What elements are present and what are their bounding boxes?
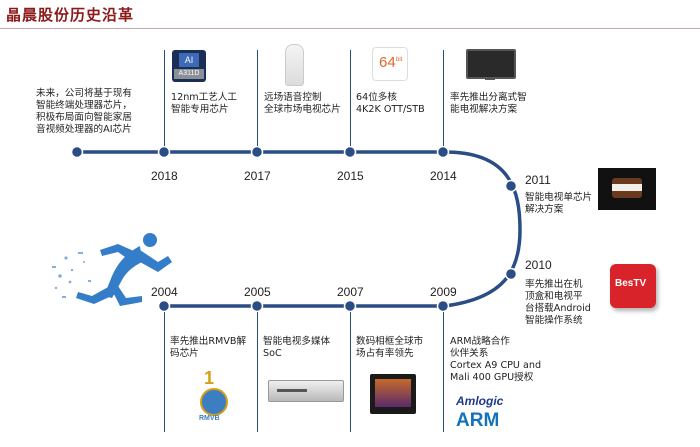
milestone-2004-text: 率先推出RMVB解 码芯片 <box>170 336 247 359</box>
connector-2015 <box>350 50 351 146</box>
connector-2017 <box>257 50 258 146</box>
year-2004: 2004 <box>151 285 178 299</box>
rmvb-award-icon: 1 RMVB <box>196 368 228 428</box>
amlogic-logo-text: Amlogic <box>456 394 504 408</box>
milestone-2009-text: ARM战略合作 伙伴关系 Cortex A9 CPU and Mali 400 … <box>450 336 542 383</box>
page-title: 晶晨股份历史沿革 <box>6 6 135 24</box>
bestv-box-icon: BesTV <box>610 264 656 308</box>
bit-label: bit <box>396 57 403 63</box>
arm-logo-text: ARM <box>456 410 500 431</box>
connector-2009 <box>443 312 444 432</box>
amlogic-arm-logo: Amlogic ARM <box>452 394 522 438</box>
tv-stand <box>485 77 495 80</box>
bestv-label: BesTV <box>615 278 647 289</box>
future-plan-text: 未来，公司将基于现有 智能终端处理器芯片， 积极布局面向智能家居 音视频处理器的… <box>36 88 132 135</box>
connector-2018 <box>164 50 165 146</box>
milestone-2007-text: 数码相框全球市 场占有率领先 <box>356 336 424 359</box>
node-2015 <box>343 145 357 159</box>
year-2010: 2010 <box>525 258 552 272</box>
node-2005 <box>250 299 264 313</box>
year-2011: 2011 <box>525 173 551 187</box>
node-2010 <box>504 267 518 281</box>
smart-speaker-icon <box>285 44 304 86</box>
photo-frame-icon <box>370 374 416 414</box>
tv-set-icon <box>466 49 516 79</box>
node-2004 <box>157 299 171 313</box>
milestone-2017-text: 远场语音控制 全球市场电视芯片 <box>264 92 341 115</box>
node-2017 <box>250 145 264 159</box>
milestone-2014-text: 率先推出分离式智 能电视解决方案 <box>450 92 527 115</box>
64-label: 64 <box>379 54 396 71</box>
year-2005: 2005 <box>244 285 271 299</box>
dvd-tray <box>277 389 307 392</box>
runner-icon <box>76 233 172 306</box>
dvd-player-icon <box>268 380 344 402</box>
milestone-2015-text: 64位多核 4K2K OTT/STB <box>356 92 425 115</box>
milestone-2005-text: 智能电视多媒体 SoC <box>263 336 331 359</box>
connector-2007 <box>350 312 351 432</box>
photo-frame-screen <box>375 379 411 407</box>
sandwich-cream <box>612 184 642 191</box>
year-2017: 2017 <box>244 169 271 183</box>
node-2014 <box>436 145 450 159</box>
year-2009: 2009 <box>430 285 457 299</box>
timeline-start-node <box>70 145 84 159</box>
node-2007 <box>343 299 357 313</box>
timeline-path <box>75 150 522 308</box>
milestone-2011-text: 智能电视单芯片 解决方案 <box>525 192 593 215</box>
speed-particles <box>52 252 91 298</box>
title-divider <box>0 28 700 29</box>
milestone-2010-text: 率先推出在机 顶盒和电视平 台搭载Android 智能操作系统 <box>525 279 591 326</box>
ai-tag: AI <box>179 53 199 67</box>
connector-2014 <box>443 50 444 146</box>
chip-label: A311D <box>174 69 204 79</box>
milestone-2018-text: 12nm工艺人工 智能专用芯片 <box>171 92 238 115</box>
year-2015: 2015 <box>337 169 364 183</box>
year-2007: 2007 <box>337 285 364 299</box>
year-2014: 2014 <box>430 169 457 183</box>
node-2018 <box>157 145 171 159</box>
node-2009 <box>436 299 450 313</box>
medal-label: RMVB <box>199 415 220 422</box>
connector-2004 <box>164 312 165 432</box>
medal-number: 1 <box>204 368 215 388</box>
year-2018: 2018 <box>151 169 178 183</box>
64bit-icon: 64 bit <box>372 47 408 81</box>
node-2011 <box>504 179 518 193</box>
ai-chip-icon: AI A311D <box>172 50 206 82</box>
ice-cream-sandwich-icon <box>598 168 656 210</box>
connector-2005 <box>257 312 258 432</box>
medal-disc <box>200 388 228 416</box>
